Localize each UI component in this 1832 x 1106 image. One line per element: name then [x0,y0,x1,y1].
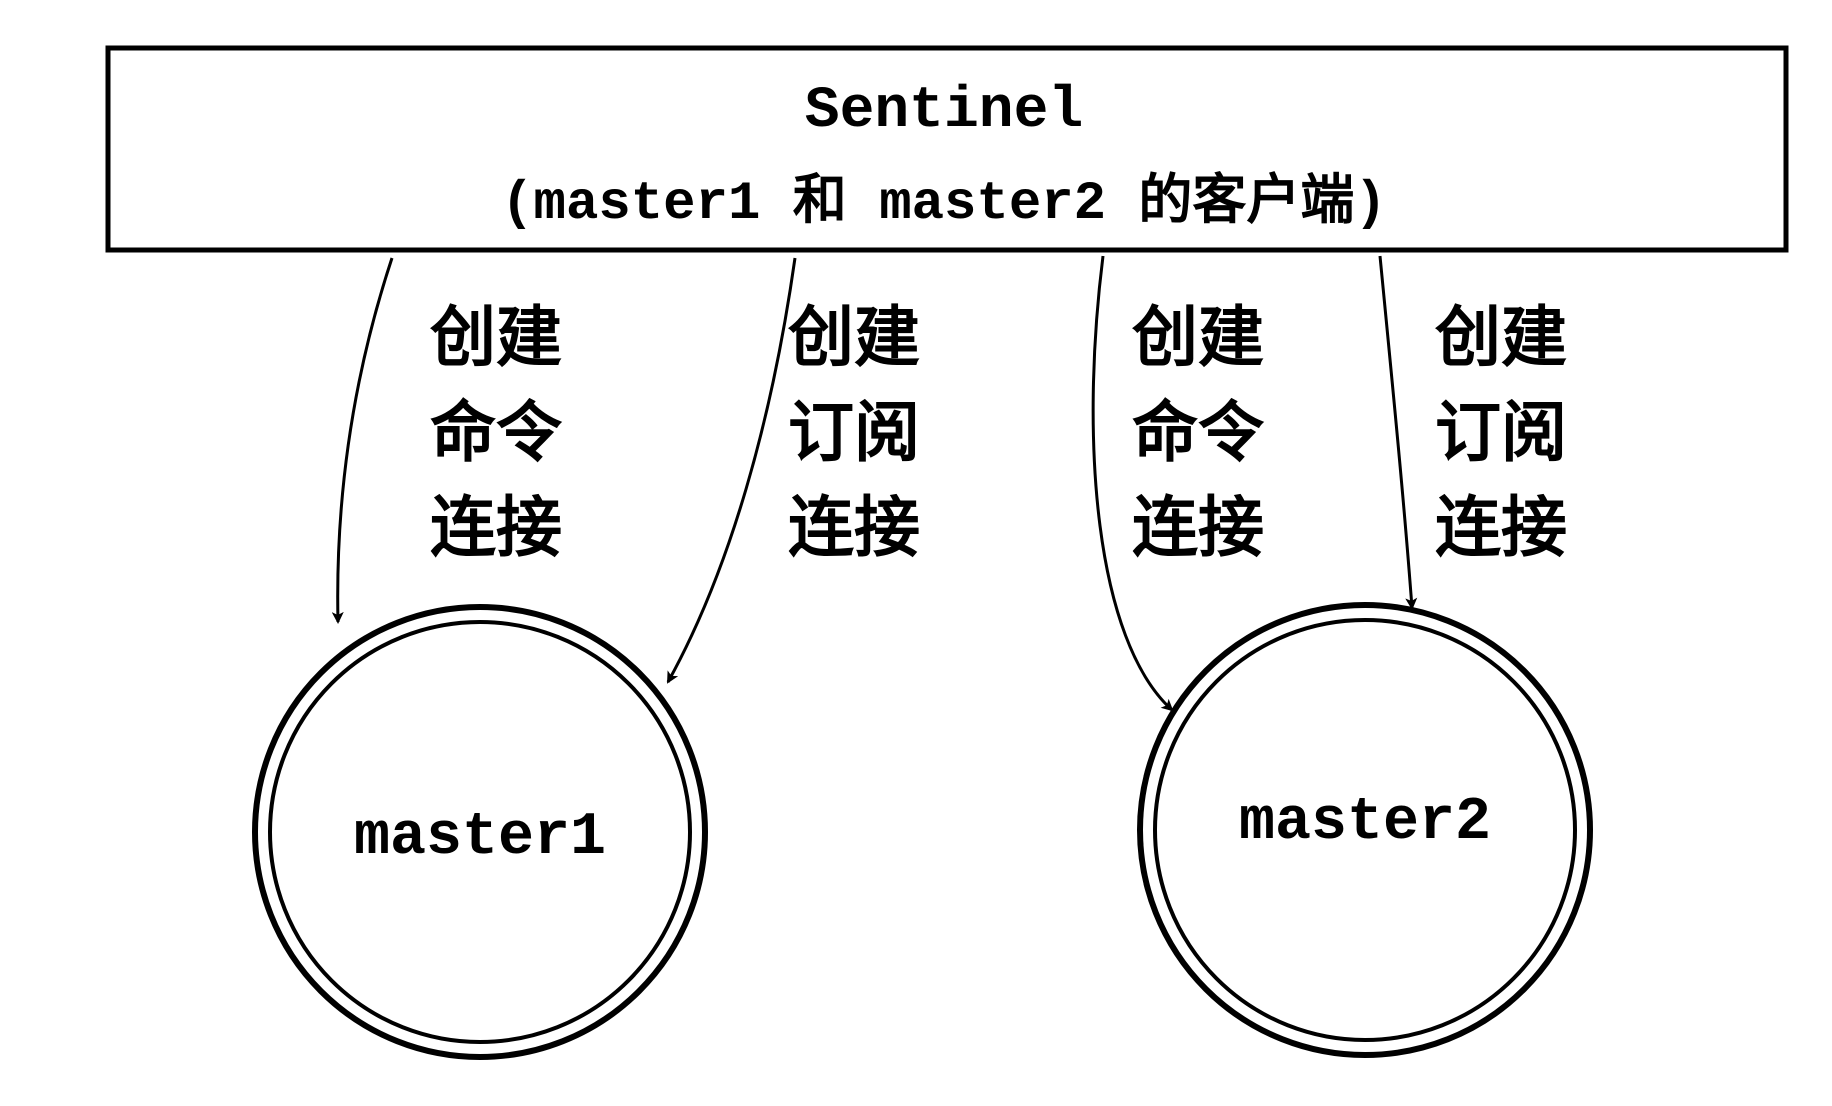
label-line: 创建 [788,299,920,376]
label-command-master2: 创建 命令 连接 [1132,299,1265,566]
label-line: 连接 [1435,489,1567,566]
master1-inner-ring [268,620,692,1044]
label-line: 连接 [788,489,920,566]
master2-label: master2 [1239,789,1491,857]
label-line: 命令 [430,394,563,471]
arrow-command-master2 [1091,255,1174,712]
master2-node[interactable]: master2 [1137,602,1593,1058]
arrow-subscribe-master2 [1378,255,1418,610]
sentinel-subtitle: (master1 和 master2 的客户端) [501,170,1387,235]
label-line: 连接 [1132,489,1264,566]
master2-outer-ring [1137,602,1593,1058]
label-line: 命令 [1132,394,1265,471]
sentinel-box [105,45,1789,253]
label-line: 创建 [1132,299,1264,376]
label-command-master1: 创建 命令 连接 [430,299,563,566]
arrow-command-master1 [331,257,394,624]
label-subscribe-master1: 创建 订阅 连接 [788,299,920,566]
master1-outer-ring [252,604,708,1060]
arrow-subscribe-master1 [666,257,797,684]
sentinel-node[interactable]: Sentinel (master1 和 master2 的客户端) [105,45,1789,253]
label-line: 创建 [1435,299,1567,376]
master1-label: master1 [354,804,606,872]
label-line: 订阅 [1435,394,1567,471]
sentinel-title: Sentinel [805,79,1083,144]
master2-inner-ring [1153,618,1577,1042]
master1-node[interactable]: master1 [252,604,708,1060]
label-line: 创建 [430,299,562,376]
label-subscribe-master2: 创建 订阅 连接 [1435,299,1567,566]
label-line: 订阅 [788,394,920,471]
label-line: 连接 [430,489,562,566]
